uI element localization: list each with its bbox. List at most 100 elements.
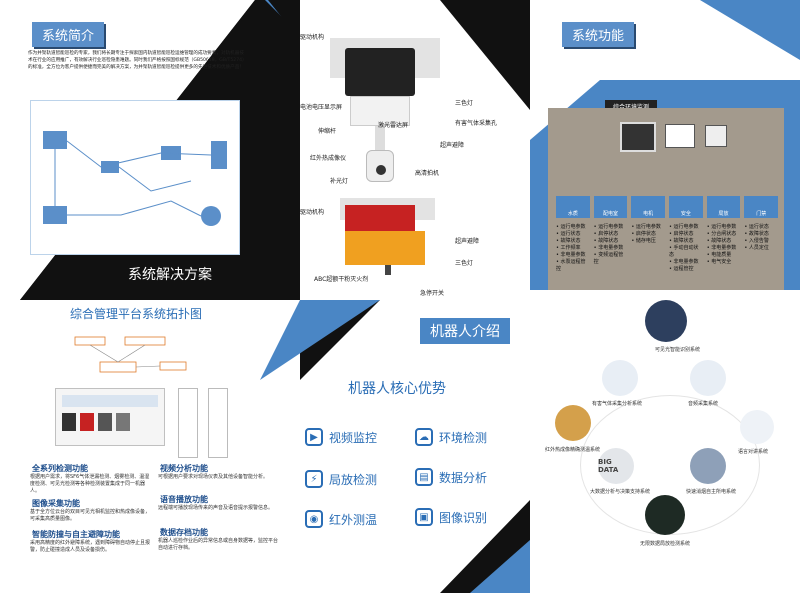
advantage-label: 环境检测 [439,430,488,445]
advantage-video: ▶ 视频监控 [305,428,377,446]
feature-text: 根据用户需求，将SF6气体泄漏检测、烟雾检测、温湿度检测、可见光检测等各种检测装… [30,474,150,494]
env-tag: 安全 [669,196,703,218]
feature-text: 基于全方位云台的双目可见光相机监控和热成像设备，可采集高质量图像。 [30,509,151,522]
intro-title: 系统简介 [32,22,105,47]
env-column-item: • 入侵告警 [744,238,769,244]
advantages-title: 机器人核心优势 [348,381,446,397]
env-column-item: • 运行电参数 [669,224,699,230]
advantage-label: 局放检测 [329,472,378,487]
solution-title: 系统解决方案 [128,267,212,283]
intro-paragraph: 作为并架轨道智能巡检的专家，我们将长期专注于探索国内轨道智能巡检运维管理的成功要… [28,51,247,70]
env-column-item: • 非电量参数 [593,245,624,251]
advantage-pd: ⚡ 局放检测 [305,470,377,488]
bolt-icon: ⚡ [305,470,323,488]
env-column-item: • 故障状态 [593,238,619,244]
env-column-item: • 故障状态 [706,238,732,244]
env-tag-row: 水质 配电室 电机 安全 局放 门禁 [556,196,779,218]
camera-lens [376,165,386,175]
advantage-label: 视频监控 [329,430,378,445]
bubble-visible-light [645,300,687,342]
env-column-item: • 电气安全 [706,259,732,265]
env-column: • 运行电参数• 启停状态• 储存电压 [631,224,665,273]
chart-icon: ▤ [415,468,433,486]
env-column-item: • 分合闸状态 [706,231,737,237]
env-column-item: • 运行电参数 [593,224,624,230]
env-column-item: • 运行状态 [556,231,581,237]
env-column-item: • 运行状态 [744,224,769,230]
telescopic-rod [375,126,385,152]
capability-caption: 大数据分析与决策支持系统 [590,489,651,495]
label-thermal: 红外热成像仪 [310,155,347,162]
feature-text: 远程端可播放现场传来的声音及语音提示报警信息。 [158,505,274,511]
feature-heading: 视频分析功能 [160,464,208,473]
solution-diagram [30,100,240,255]
estop-switch [385,265,391,275]
topology-diagram [70,322,210,384]
label-extinguisher: ABC超额干粉灭火剂 [314,276,369,283]
capability-caption: 有害气体采集分析系统 [592,401,643,407]
report-icon [705,125,727,147]
env-column-item: • 手动自动状态 [669,245,699,258]
env-column-item: • 运行电参数 [631,224,661,230]
topology-title: 综合管理平台系统拓扑图 [70,307,203,321]
functions-title: 系统功能 [562,22,635,47]
video-icon: ▶ [305,428,323,446]
robot-red-top [345,205,415,231]
env-column-item: • 故障状态 [744,231,769,237]
label-drive-2: 驱动机构 [300,209,325,216]
feature-heading: 图像采集功能 [32,499,80,508]
env-column-item: • 工作频率 [556,245,581,251]
robot-drive-unit [345,48,415,96]
label-tricolor: 三色灯 [455,100,474,107]
env-column: • 运行状态• 故障状态• 入侵告警• 人员定位 [744,224,778,273]
feature-heading: 智能防撞与自主避障功能 [32,530,120,539]
env-column-item: • 非电量参数 [669,259,699,265]
env-column-item: • 电能质量 [706,252,732,258]
robot-orange-body [345,231,425,265]
capability-caption: 可见光智能识别系统 [655,347,701,353]
topology-device-box [55,388,165,446]
env-column-item: • 运行电参数 [706,224,737,230]
image-icon: ▣ [415,508,433,526]
env-column-item: • 启停状态 [631,231,656,237]
capability-ring [580,395,760,535]
blue-corner-top-right [700,0,800,60]
feature-heading: 语音播放功能 [160,495,208,504]
label-gas: 有害气体采集孔 [455,120,498,127]
robot-body-top [350,96,410,126]
label-tricolor-2: 三色灯 [455,260,474,267]
env-column: • 运行电参数• 启停状态• 故障状态• 非电量参数• 变频运程管控 [594,224,628,273]
capability-caption: 语言对讲系统 [738,449,769,455]
env-column-item: • 非电量参数 [556,252,586,258]
env-column-item: • 变频运程管控 [593,252,624,265]
env-tag: 局放 [706,196,741,218]
robot-title: 机器人介绍 [420,318,510,344]
bubble-fast [690,448,726,484]
advantage-env: ☁环境检测 [415,428,487,446]
bubble-pd [645,495,685,535]
black-triangle-top [440,0,530,110]
env-column-item: • 故障状态 [669,238,694,244]
env-column: • 运行电参数• 分合闸状态• 故障状态• 非电量参数• 电能质量• 电气安全 [707,224,741,273]
label-ultrasonic: 超声避障 [440,142,465,149]
env-tag: 配电室 [593,196,628,218]
label-ultrasonic-2: 超声避障 [455,238,480,245]
env-columns: • 运行电参数• 运行状态• 故障状态• 工作频率• 非电量参数• 水泵运程管控… [556,224,778,273]
env-column-item: • 非电量参数 [706,245,737,251]
env-column-item: • 水泵运程管控 [556,259,586,272]
bubble-gas [602,360,638,396]
label-rod: 伸缩杆 [318,128,337,135]
feature-text: 采用高精度的红外避障系统，遇到障碍物自动停止且报警，防止碰撞造成人员及设备损伤。 [30,540,151,553]
advantage-ir: ◉红外测温 [305,510,377,528]
env-column-item: • 启停状态 [593,231,619,237]
advantage-label: 图像识别 [439,510,488,525]
bubble-audio [690,360,726,396]
feature-heading: 数据存档功能 [160,528,208,537]
env-column-item: • 故障状态 [556,238,581,244]
advantage-label: 红外测温 [329,512,378,527]
env-tag: 电机 [631,196,666,218]
env-column: • 运行电参数• 启停状态• 故障状态• 手动自动状态• 非电量参数• 运程管控 [669,224,703,273]
label-estop: 急停开关 [420,290,445,297]
env-column-item: • 储存电压 [631,238,656,244]
bubble-voice [740,410,774,444]
